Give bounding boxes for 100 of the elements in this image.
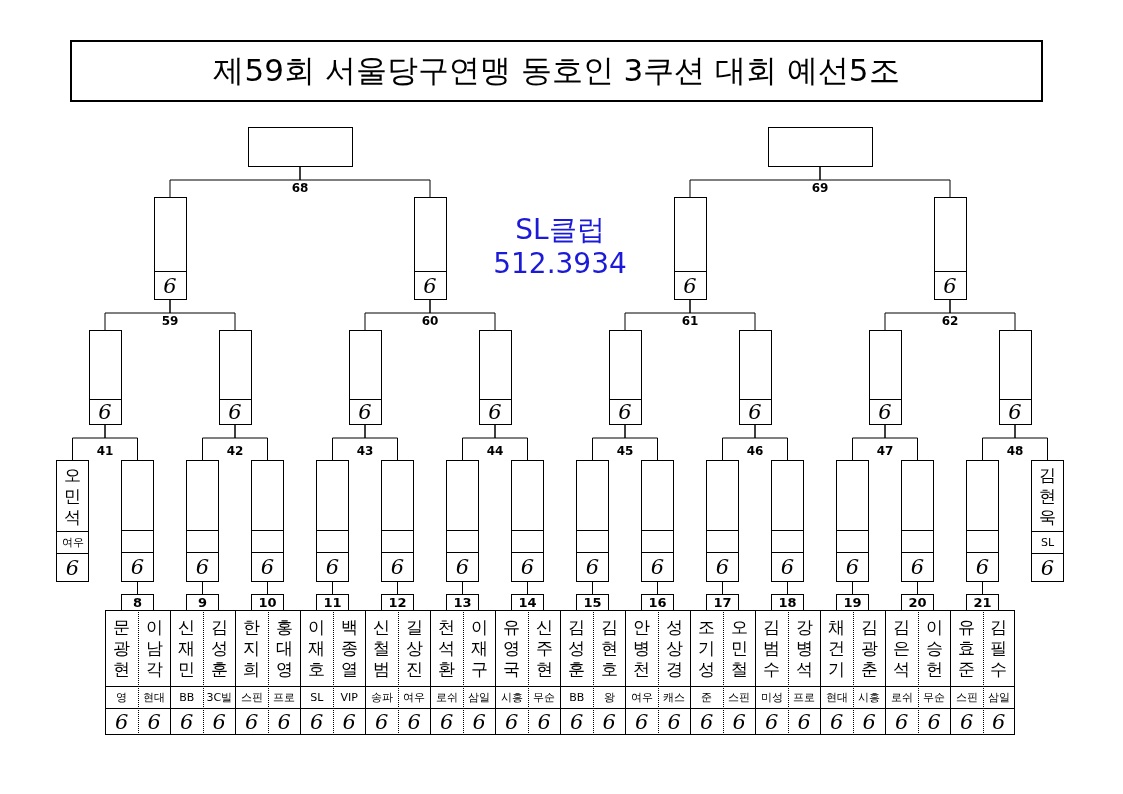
bracket-slot xyxy=(933,197,967,300)
match-number: 46 xyxy=(745,445,765,458)
bracket-slot xyxy=(121,460,154,582)
player-name: 길상진 xyxy=(404,616,424,681)
bracket-line xyxy=(429,299,496,331)
player-name: 안병천 xyxy=(632,616,652,681)
match-number: 61 xyxy=(680,315,700,328)
player-column xyxy=(105,610,138,735)
bracket-line xyxy=(819,166,951,198)
player-column xyxy=(950,610,983,735)
player-name: 오민철 xyxy=(729,616,749,681)
handicap-number: 6 xyxy=(869,399,901,424)
bracket-line xyxy=(527,581,528,595)
bracket-slot xyxy=(446,460,479,582)
player-column xyxy=(332,610,365,735)
bracket-line xyxy=(1014,424,1048,461)
bracket-slot xyxy=(251,460,284,582)
club-name: SL xyxy=(301,686,333,708)
handicap-number: 6 xyxy=(561,708,593,734)
player-column xyxy=(982,610,1015,735)
bracket-line xyxy=(884,424,918,461)
bracket-slot xyxy=(413,197,447,300)
handicap-number: 6 xyxy=(756,708,788,734)
handicap-number: 6 xyxy=(1032,553,1063,581)
handicap-number: 6 xyxy=(577,552,608,581)
player-column xyxy=(560,610,593,735)
bracket-line xyxy=(299,166,431,198)
club-name: 스핀 xyxy=(951,686,983,708)
handicap-number: 6 xyxy=(772,552,803,581)
handicap-number: 6 xyxy=(609,399,641,424)
handicap-number: 6 xyxy=(106,708,138,734)
handicap-number: 6 xyxy=(999,399,1031,424)
player-column xyxy=(170,610,203,735)
club-name: SL xyxy=(1032,531,1063,553)
match-number: 62 xyxy=(940,315,960,328)
bracket-line xyxy=(332,581,333,595)
player-column xyxy=(787,610,820,735)
match-number: 60 xyxy=(420,315,440,328)
player-name: 한지희 xyxy=(242,616,262,681)
player-slot xyxy=(56,460,89,582)
match-number: 45 xyxy=(615,445,635,458)
player-column xyxy=(397,610,430,735)
handicap-number: 6 xyxy=(301,708,333,734)
handicap-number: 6 xyxy=(317,552,348,581)
handicap-number: 6 xyxy=(57,553,88,581)
bracket-line xyxy=(917,581,918,595)
player-name: 백종열 xyxy=(339,616,359,681)
handicap-number: 6 xyxy=(739,399,771,424)
handicap-number: 6 xyxy=(236,708,268,734)
player-column xyxy=(820,610,853,735)
bracket-slot xyxy=(576,460,609,582)
match-number: 59 xyxy=(160,315,180,328)
player-column xyxy=(462,610,495,735)
match-number: 43 xyxy=(355,445,375,458)
player-column xyxy=(690,610,723,735)
bracket-slot xyxy=(706,460,739,582)
bracket-slot xyxy=(641,460,674,582)
player-name: 홍대영 xyxy=(274,616,294,681)
bracket-slot xyxy=(478,330,512,425)
club-name: 여우 xyxy=(626,686,658,708)
bracket-line xyxy=(852,581,853,595)
handicap-number: 6 xyxy=(674,271,706,299)
handicap-number: 6 xyxy=(414,271,446,299)
player-name: 조기성 xyxy=(697,616,717,681)
match-number: 48 xyxy=(1005,445,1025,458)
bracket-line xyxy=(657,581,658,595)
handicap-number: 6 xyxy=(366,708,398,734)
bracket-line xyxy=(397,581,398,595)
winner-box xyxy=(247,127,353,167)
match-number: 47 xyxy=(875,445,895,458)
player-column xyxy=(592,610,625,735)
handicap-number: 6 xyxy=(252,552,283,581)
player-name: 문광현 xyxy=(112,616,132,681)
player-name: 이재호 xyxy=(307,616,327,681)
bracket-line xyxy=(949,299,1016,331)
player-name: 신철범 xyxy=(372,616,392,681)
bracket-line xyxy=(267,581,268,595)
bracket-slot xyxy=(868,330,902,425)
club-name: 로쉬 xyxy=(431,686,463,708)
handicap-number: 6 xyxy=(479,399,511,424)
player-column xyxy=(527,610,560,735)
player-column xyxy=(137,610,170,735)
handicap-number: 6 xyxy=(219,399,251,424)
bracket-line xyxy=(234,424,268,461)
player-column xyxy=(625,610,658,735)
player-name: 김성훈 xyxy=(209,616,229,681)
club-name: 영 xyxy=(106,686,138,708)
player-name: 성상경 xyxy=(664,616,684,681)
bracket-slot xyxy=(88,330,122,425)
handicap-number: 6 xyxy=(349,399,381,424)
club-name: BB xyxy=(561,686,593,708)
club-info-text: SL클럽 xyxy=(514,214,606,246)
player-name: 김은석 xyxy=(892,616,912,681)
bracket-line xyxy=(722,581,723,595)
bracket-line xyxy=(137,581,138,595)
player-column xyxy=(300,610,333,735)
match-number: 44 xyxy=(485,445,505,458)
player-column xyxy=(202,610,235,735)
player-name: 김현호 xyxy=(599,616,619,681)
player-name: 오민석 xyxy=(63,463,82,529)
